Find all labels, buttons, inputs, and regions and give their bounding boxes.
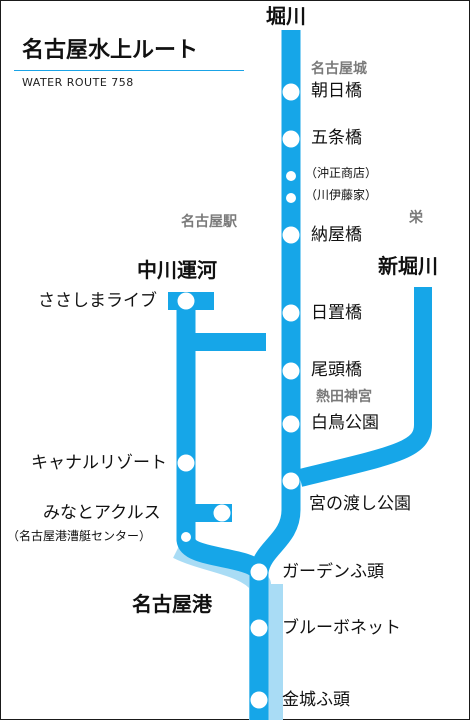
stop-marker-kawaito <box>286 193 296 203</box>
title-underline <box>14 70 244 71</box>
stop-marker-shiratori <box>282 415 300 433</box>
stop-marker-minato-aquls <box>213 504 231 522</box>
river-nagoya-port-label: 名古屋港 <box>132 592 212 616</box>
stop-kawaito-label: （川伊藤家） <box>305 188 378 202</box>
stop-marker-miyanowatashi <box>282 472 300 490</box>
horikawa-line <box>249 30 301 575</box>
stop-garden-pier-label: ガーデンふ頭 <box>282 562 384 582</box>
stop-marker-nayabashi <box>282 226 300 244</box>
stop-bitobashi-label: 尾頭橋 <box>311 360 362 380</box>
stop-blue-bonnet-label: ブルーボネット <box>282 618 401 638</box>
stop-nayabashi-label: 納屋橋 <box>311 225 362 245</box>
stop-marker-canal-resort <box>177 454 195 472</box>
stop-hiokibashi-label: 日置橋 <box>311 303 362 323</box>
stop-gojobashi-label: 五条橋 <box>311 128 362 148</box>
stop-minato-aquls-label: みなとアクルス <box>43 503 161 523</box>
landmark-atsuta-jingu: 熱田神宮 <box>316 389 372 405</box>
stop-marker-gojobashi <box>282 130 300 148</box>
stop-canal-resort-label: キャナルリゾート <box>31 453 167 473</box>
map-subtitle: WATER ROUTE 758 <box>22 76 134 89</box>
river-shinhorikawa-label: 新堀川 <box>378 254 438 278</box>
stop-marker-blue-bonnet <box>250 619 268 637</box>
stop-miyanowatashi-label: 宮の渡し公園 <box>309 494 411 514</box>
stop-asahibashi-label: 朝日橋 <box>311 81 362 101</box>
stop-marker-okisho <box>286 171 296 181</box>
stop-okisho-label: （沖正商店） <box>305 166 378 180</box>
stop-shiratori-label: 白鳥公園 <box>311 413 379 433</box>
landmark-nagoya-station: 名古屋駅 <box>181 214 237 230</box>
river-horikawa-label: 堀川 <box>266 4 306 28</box>
stop-marker-garden-pier <box>250 563 268 581</box>
stop-marker-minato-aquls-note <box>181 532 191 542</box>
river-nakagawa-canal-label: 中川運河 <box>137 258 217 282</box>
map-title: 名古屋水上ルート <box>22 38 199 63</box>
stop-minato-aquls-note: （名古屋港漕艇センター） <box>7 529 152 543</box>
landmark-sakae: 栄 <box>409 210 423 226</box>
stop-kinjo-pier-label: 金城ふ頭 <box>282 690 350 710</box>
stop-marker-bitobashi <box>282 362 300 380</box>
stop-marker-sasashima <box>177 292 195 310</box>
landmark-nagoya-castle: 名古屋城 <box>311 61 367 77</box>
shinhorikawa-line <box>297 287 432 487</box>
stop-sasashima-label: ささしまライブ <box>38 291 157 311</box>
stop-marker-kinjo-pier <box>250 691 268 709</box>
stop-marker-asahibashi <box>282 83 300 101</box>
stop-marker-hiokibashi <box>282 304 300 322</box>
